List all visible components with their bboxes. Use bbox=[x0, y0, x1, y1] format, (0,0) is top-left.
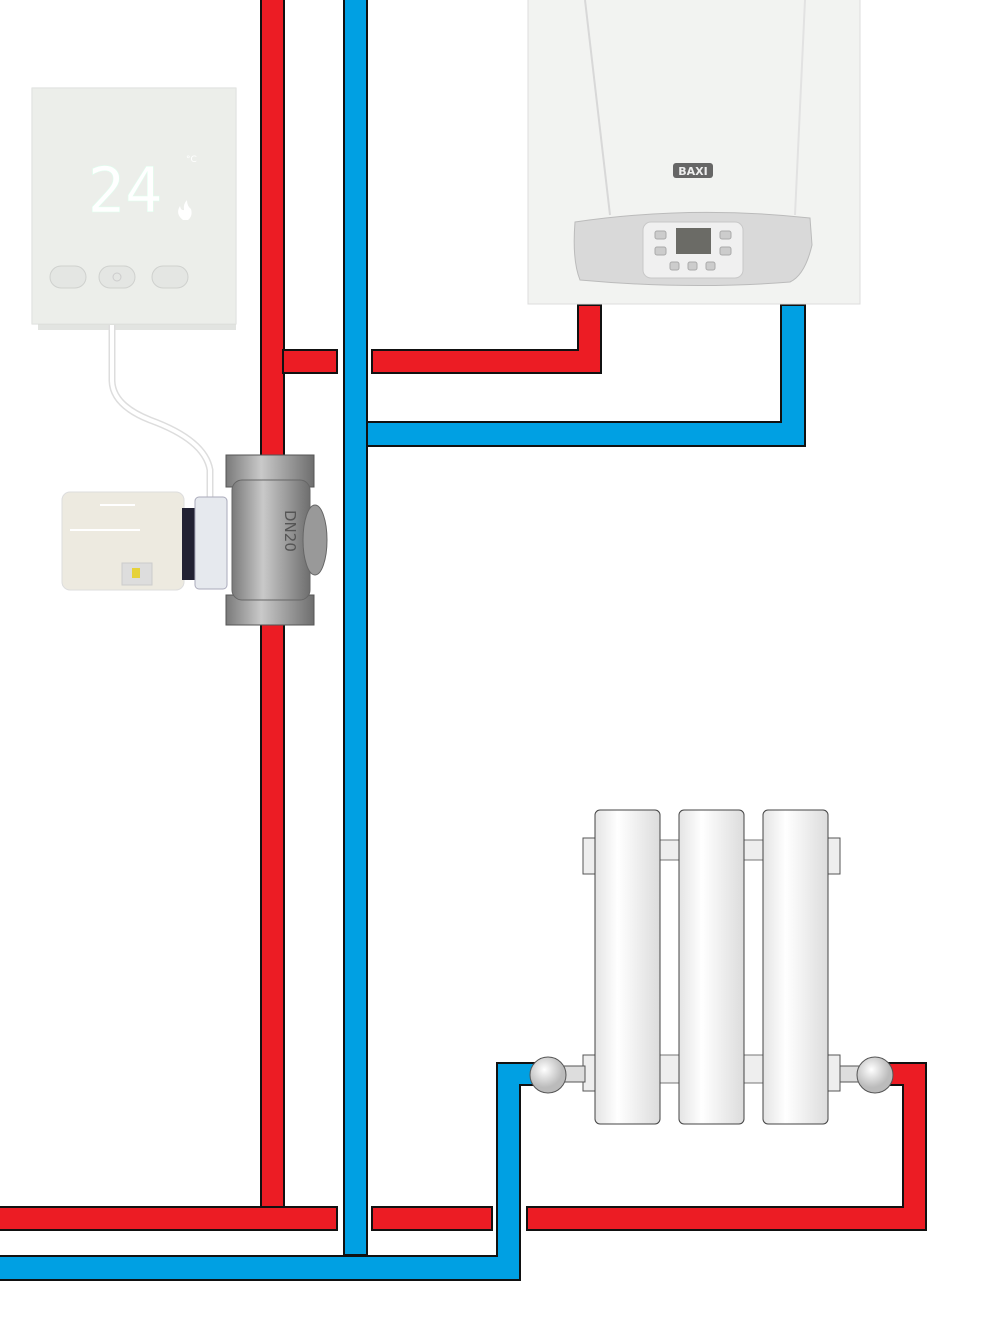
boiler-brand: BAXI bbox=[678, 165, 707, 178]
boiler-display bbox=[676, 228, 711, 254]
supply-boiler-branch bbox=[371, 304, 602, 374]
power-icon bbox=[112, 272, 122, 282]
flame-icon bbox=[178, 200, 192, 220]
return-riser bbox=[343, 0, 368, 1256]
valve-marking: DN20 bbox=[281, 510, 299, 552]
radiator-valve-left[interactable] bbox=[529, 1056, 586, 1094]
radiator bbox=[582, 809, 841, 1125]
return-boiler-branch bbox=[366, 304, 806, 447]
thermostat: 24 °C bbox=[31, 87, 237, 330]
radiator-valve-right[interactable] bbox=[839, 1056, 894, 1094]
thermal-actuator bbox=[61, 491, 228, 591]
supply-bottom-mid bbox=[371, 1206, 493, 1231]
radiator-section bbox=[762, 809, 829, 1125]
zone-valve: DN20 bbox=[225, 454, 328, 626]
thermostat-unit: °C bbox=[186, 155, 197, 165]
thermostat-temperature: 24 bbox=[88, 154, 163, 227]
thermostat-button-down[interactable] bbox=[151, 265, 189, 289]
radiator-section bbox=[594, 809, 661, 1125]
supply-bottom-left bbox=[0, 1206, 338, 1231]
radiator-section bbox=[678, 809, 745, 1125]
supply-stub-top bbox=[282, 349, 338, 374]
thermostat-cable bbox=[108, 325, 214, 505]
return-pipes bbox=[0, 0, 806, 1281]
thermostat-button-up[interactable] bbox=[49, 265, 87, 289]
thermostat-button-power[interactable] bbox=[98, 265, 136, 289]
boiler-buttons[interactable] bbox=[654, 230, 732, 271]
boiler-logo bbox=[673, 163, 713, 178]
boiler: BAXI bbox=[527, 0, 861, 305]
